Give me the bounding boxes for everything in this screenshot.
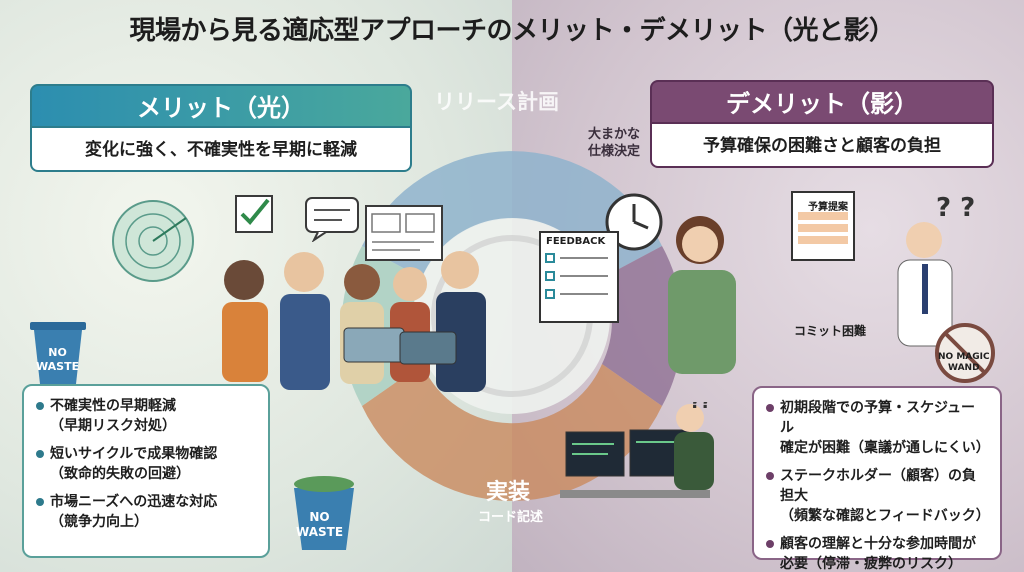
list-item: 初期段階での予算・スケジュール 確定が困難（稟議が通しにくい）: [766, 398, 990, 458]
demerit-item-3-line2: 必要（停滞・疲弊のリスク）: [780, 556, 962, 572]
checkmark-icon: [235, 195, 273, 233]
bullet-icon: [36, 450, 44, 458]
developer-illustration: ??: [560, 402, 714, 498]
demerit-item-2-line2: （頻繁な確認とフィードバック）: [780, 508, 990, 524]
demerit-heading: デメリット（影）: [650, 80, 994, 124]
merit-list: 不確実性の早期軽減 （早期リスク対処） 短いサイクルで成果物確認 （致命的失敗の…: [22, 384, 270, 558]
demerit-item-1-line2: 確定が困難（稟議が通しにくい）: [780, 440, 990, 456]
trash-can-icon: [30, 322, 86, 384]
bullet-icon: [36, 498, 44, 506]
wireframe-icon: [365, 205, 443, 261]
demerit-subtitle: 予算確保の困難さと顧客の負担: [650, 124, 994, 168]
list-item: 不確実性の早期軽減 （早期リスク対処）: [36, 396, 256, 436]
budget-proposal-doc: [791, 191, 855, 261]
rough-spec-line1: 大まかな: [588, 127, 641, 142]
no-waste-label-1: NO WASTE: [36, 346, 79, 374]
worried-woman-illustration: [668, 216, 736, 374]
cycle-segment-spec: [602, 246, 683, 406]
no-magic-line1: NO MAGIC: [938, 352, 990, 362]
no-waste-1-line2: WASTE: [36, 360, 80, 373]
no-waste-2-line1: NO: [309, 510, 330, 524]
no-waste-1-line1: NO: [48, 346, 67, 359]
demerit-list: 初期段階での予算・スケジュール 確定が困難（稟議が通しにくい） ステークホルダー…: [752, 386, 1002, 572]
merit-heading: メリット（光）: [30, 84, 412, 128]
merit-item-1-line1: 不確実性の早期軽減: [50, 398, 176, 414]
list-item: ステークホルダー（顧客）の負担大 （頻繁な確認とフィードバック）: [766, 466, 990, 526]
budget-proposal-label: 予算提案: [808, 202, 848, 213]
merit-item-1-line2: （早期リスク対処）: [50, 418, 176, 434]
merit-item-3-line1: 市場ニーズへの迅速な対応: [50, 494, 218, 510]
confused-man-illustration: ? ?: [897, 193, 975, 347]
svg-text:? ?: ? ?: [936, 193, 975, 223]
team-illustration: [222, 251, 486, 392]
no-magic-wand-icon: [935, 323, 995, 383]
bullet-icon: [766, 472, 774, 480]
list-item: 顧客の理解と十分な参加時間が 必要（停滞・疲弊のリスク）: [766, 534, 988, 572]
bullet-icon: [766, 540, 774, 548]
rough-spec-line2: 仕様決定: [588, 144, 641, 159]
radar-icon: [112, 200, 194, 282]
demerit-item-1-line1: 初期段階での予算・スケジュール: [780, 400, 976, 436]
cycle-label-code-writing: コード記述: [478, 510, 544, 525]
demerit-item-3-line1: 顧客の理解と十分な参加時間が: [780, 536, 976, 552]
bullet-icon: [36, 402, 44, 410]
chat-bubble-icon: [305, 197, 359, 242]
merit-item-2-line1: 短いサイクルで成果物確認: [50, 446, 218, 462]
feedback-label: FEEDBACK: [546, 236, 606, 247]
list-item: 市場ニーズへの迅速な対応 （競争力向上）: [36, 492, 256, 532]
no-magic-line2: WAND: [948, 363, 980, 373]
bullet-icon: [766, 404, 774, 412]
svg-text:??: ??: [690, 402, 711, 413]
clock-icon: [605, 193, 663, 251]
demerit-item-2-line1: ステークホルダー（顧客）の負担大: [780, 468, 976, 504]
merit-subtitle: 変化に強く、不確実性を早期に軽減: [30, 128, 412, 172]
list-item: 短いサイクルで成果物確認 （致命的失敗の回避）: [36, 444, 256, 484]
no-magic-wand-label: NO MAGIC WAND: [938, 352, 990, 374]
merit-item-2-line2: （致命的失敗の回避）: [50, 466, 190, 482]
no-waste-label-2: NO WASTE: [296, 510, 343, 540]
commit-difficulty-label: コミット困難: [794, 324, 867, 338]
trash-can-icon: [294, 476, 354, 550]
cycle-label-implementation: 実装: [486, 480, 531, 505]
merit-item-3-line2: （競争力向上）: [50, 514, 148, 530]
page-title: 現場から見る適応型アプローチのメリット・デメリット（光と影）: [129, 16, 895, 46]
feedback-form-icon: [539, 231, 619, 323]
cycle-label-release-plan: リリース計画: [434, 90, 559, 114]
no-waste-2-line2: WASTE: [296, 525, 344, 539]
cycle-label-rough-spec: 大まかな 仕様決定: [588, 126, 640, 160]
